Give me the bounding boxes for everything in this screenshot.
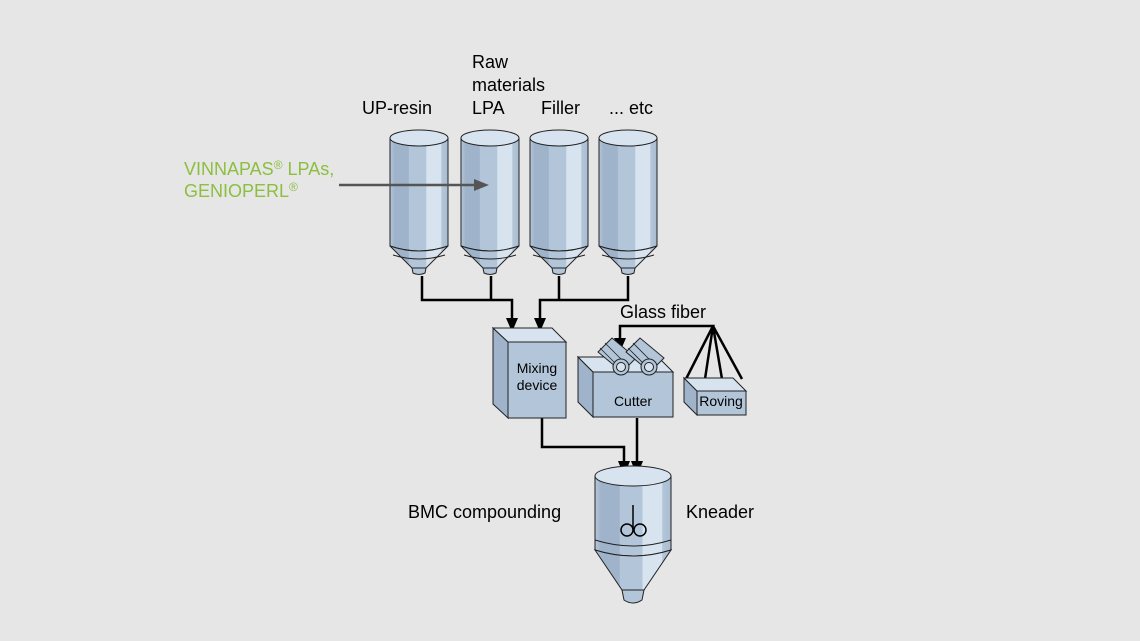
silo-filler <box>529 129 589 275</box>
flow-line-uprersin-lpa <box>420 276 514 322</box>
kneader <box>593 465 673 604</box>
input-reg-2: ® <box>289 180 298 194</box>
cutter <box>576 337 675 419</box>
roving <box>682 376 748 417</box>
roving-label: Roving <box>699 393 743 409</box>
mixing-label-line1: Mixing <box>517 360 557 376</box>
silo-label-filler: Filler <box>541 98 580 118</box>
silo-top <box>598 129 658 147</box>
mixing-label-line2: device <box>517 377 558 393</box>
glass-fiber-label: Glass fiber <box>620 302 706 322</box>
input-label-line2: GENIOPERL® <box>184 180 298 201</box>
flow-line-mixer-kneader <box>540 418 626 466</box>
silo-label-lpa: LPA <box>472 98 505 118</box>
agitator-icon <box>620 505 647 537</box>
silo-label-raw: Raw <box>472 52 509 72</box>
arrowhead-mixer-1 <box>506 318 518 332</box>
silo-up-resin <box>389 129 449 275</box>
input-vinnapas: VINNAPAS <box>184 159 274 179</box>
bmc-compounding-label: BMC compounding <box>408 502 561 522</box>
kneader-label: Kneader <box>686 502 754 522</box>
flow-lines <box>420 276 744 466</box>
silo-lpa <box>460 129 520 275</box>
mixing-device <box>491 326 568 420</box>
arrowhead-mixer-2 <box>534 318 546 332</box>
silo-top <box>460 129 520 147</box>
cutter-roller-right <box>625 337 665 376</box>
silo-label-up-resin: UP-resin <box>362 98 432 118</box>
cutter-label: Cutter <box>614 393 652 409</box>
input-reg-1: ® <box>274 158 283 172</box>
silo-label-etc: ... etc <box>609 98 653 118</box>
silo-etc <box>598 129 658 275</box>
silo-top <box>529 129 589 147</box>
input-genioperl: GENIOPERL <box>184 181 289 201</box>
silo-label-materials: materials <box>472 75 545 95</box>
input-lpas: LPAs, <box>283 159 335 179</box>
silo-top <box>389 129 449 147</box>
labels: UP-resin Raw materials LPA Filler ... et… <box>184 52 754 522</box>
input-arrow <box>339 179 489 191</box>
flow-line-glass-fiber <box>618 324 744 380</box>
input-label-line1: VINNAPAS® LPAs, <box>184 158 334 179</box>
cutter-roller-left <box>597 337 637 376</box>
flow-line-filler-etc <box>538 276 630 322</box>
